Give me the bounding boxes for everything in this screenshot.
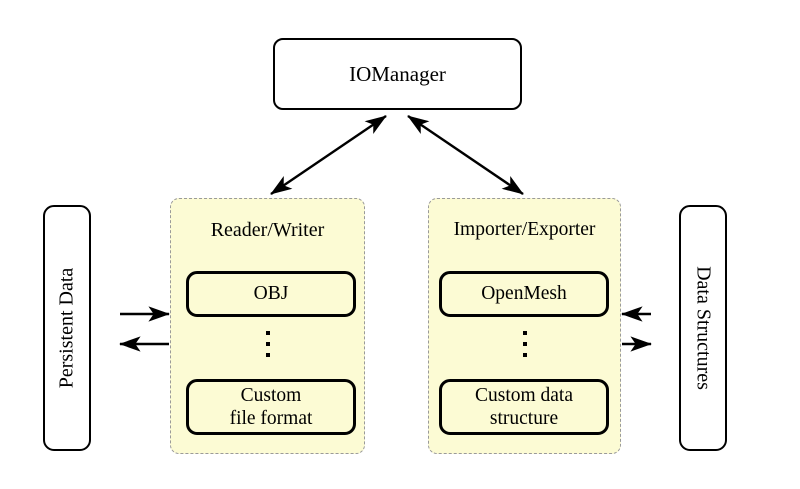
ellipsis-dot xyxy=(522,342,527,346)
group-importer-exporter: Importer/Exporter OpenMesh Custom data s… xyxy=(428,198,621,454)
node-iomanager: IOManager xyxy=(273,38,522,110)
node-obj: OBJ xyxy=(186,271,356,317)
ellipsis-dot xyxy=(522,353,527,357)
node-custom-file-format-label: Custom file format xyxy=(230,384,313,431)
ellipsis-dot xyxy=(265,331,270,335)
node-openmesh: OpenMesh xyxy=(439,271,609,317)
node-custom-data-structure-line1: Custom data xyxy=(474,384,574,406)
node-custom-file-format-line1: Custom xyxy=(240,384,302,406)
node-persistent-data: Persistent Data xyxy=(43,205,91,451)
node-custom-data-structure: Custom data structure xyxy=(439,379,609,435)
node-data-structures: Data Structures xyxy=(679,205,727,451)
ellipsis-dot xyxy=(265,353,270,357)
node-custom-file-format-line2: file format xyxy=(229,408,313,429)
node-custom-data-structure-line2: structure xyxy=(489,408,559,429)
ellipsis-dot xyxy=(522,331,527,335)
group-reader-writer: Reader/Writer OBJ Custom file format xyxy=(170,198,365,454)
node-obj-label: OBJ xyxy=(253,283,289,305)
node-custom-file-format: Custom file format xyxy=(186,379,356,435)
ellipsis-dot xyxy=(265,342,270,346)
node-persistent-data-label: Persistent Data xyxy=(55,267,78,389)
connector-iomanager-reader-writer xyxy=(270,115,387,195)
node-custom-data-structure-label: Custom data structure xyxy=(475,384,573,431)
connector-iomanager-importer-exporter xyxy=(407,115,524,195)
group-importer-exporter-label: Importer/Exporter xyxy=(453,219,596,240)
node-iomanager-label: IOManager xyxy=(349,61,446,86)
ellipsis-reader-writer xyxy=(171,331,364,357)
node-openmesh-label: OpenMesh xyxy=(481,283,567,305)
ellipsis-importer-exporter xyxy=(429,331,620,357)
group-reader-writer-label: Reader/Writer xyxy=(210,219,325,241)
node-data-structures-label: Data Structures xyxy=(692,266,715,390)
